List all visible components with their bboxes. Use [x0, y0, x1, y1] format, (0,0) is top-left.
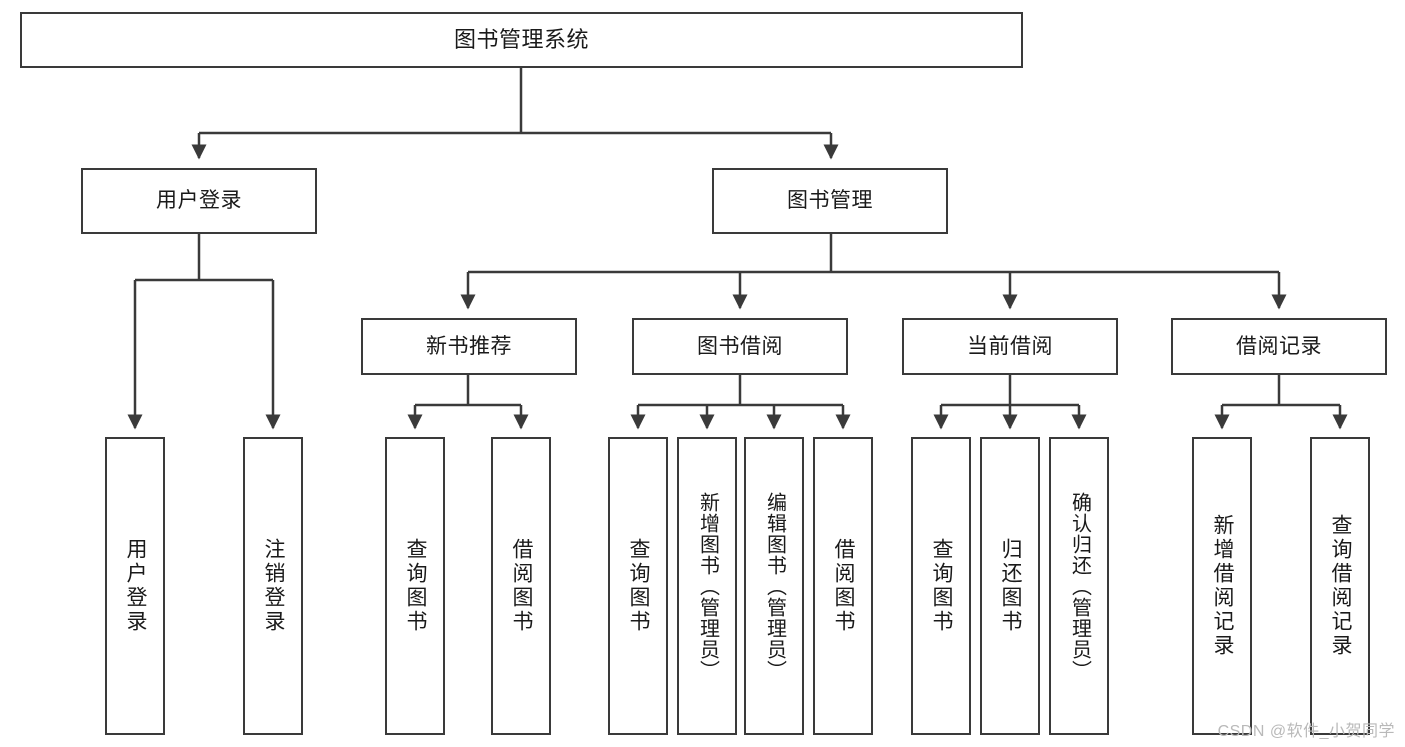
node-label: 当前借阅: [967, 334, 1053, 358]
leaf-query-book-1[interactable]: 查询图书: [385, 437, 445, 735]
node-label: 查询图书: [627, 538, 651, 634]
node-label: 借阅图书: [510, 538, 534, 634]
leaf-user-login[interactable]: 用户登录: [105, 437, 165, 735]
leaf-query-book-2[interactable]: 查询图书: [608, 437, 668, 735]
node-label: 编辑图书（管理员）: [763, 491, 786, 681]
node-label: 确认归还（管理员）: [1068, 491, 1091, 681]
leaf-borrow-book-2[interactable]: 借阅图书: [813, 437, 873, 735]
node-new-book-recommend[interactable]: 新书推荐: [361, 318, 577, 375]
node-label: 图书管理系统: [453, 26, 589, 52]
leaf-add-record[interactable]: 新增借阅记录: [1192, 437, 1252, 735]
node-label: 新增图书（管理员）: [696, 491, 719, 681]
node-label: 查询借阅记录: [1329, 514, 1353, 658]
node-label: 注销登录: [262, 538, 286, 634]
leaf-borrow-book-1[interactable]: 借阅图书: [491, 437, 551, 735]
node-current-borrow[interactable]: 当前借阅: [902, 318, 1118, 375]
leaf-add-book[interactable]: 新增图书（管理员）: [677, 437, 737, 735]
node-label: 借阅图书: [832, 538, 856, 634]
node-book-borrow[interactable]: 图书借阅: [632, 318, 848, 375]
node-label: 图书管理: [787, 189, 873, 213]
leaf-logout[interactable]: 注销登录: [243, 437, 303, 735]
leaf-confirm-return[interactable]: 确认归还（管理员）: [1049, 437, 1109, 735]
node-label: 查询图书: [404, 538, 428, 634]
node-label: 图书借阅: [697, 334, 783, 358]
node-label: 用户登录: [156, 189, 242, 213]
node-root-system[interactable]: 图书管理系统: [20, 12, 1023, 68]
node-label: 借阅记录: [1236, 334, 1322, 358]
node-borrow-record[interactable]: 借阅记录: [1171, 318, 1387, 375]
node-label: 查询图书: [930, 538, 954, 634]
node-label: 新增借阅记录: [1211, 514, 1235, 658]
node-label: 用户登录: [124, 538, 148, 634]
leaf-query-book-3[interactable]: 查询图书: [911, 437, 971, 735]
node-label: 新书推荐: [426, 334, 512, 358]
node-label: 归还图书: [999, 538, 1023, 634]
leaf-edit-book[interactable]: 编辑图书（管理员）: [744, 437, 804, 735]
node-user-login[interactable]: 用户登录: [81, 168, 317, 234]
csdn-watermark: CSDN @软件_小贺同学: [1217, 723, 1395, 740]
node-book-manage[interactable]: 图书管理: [712, 168, 948, 234]
leaf-return-book[interactable]: 归还图书: [980, 437, 1040, 735]
leaf-query-record[interactable]: 查询借阅记录: [1310, 437, 1370, 735]
